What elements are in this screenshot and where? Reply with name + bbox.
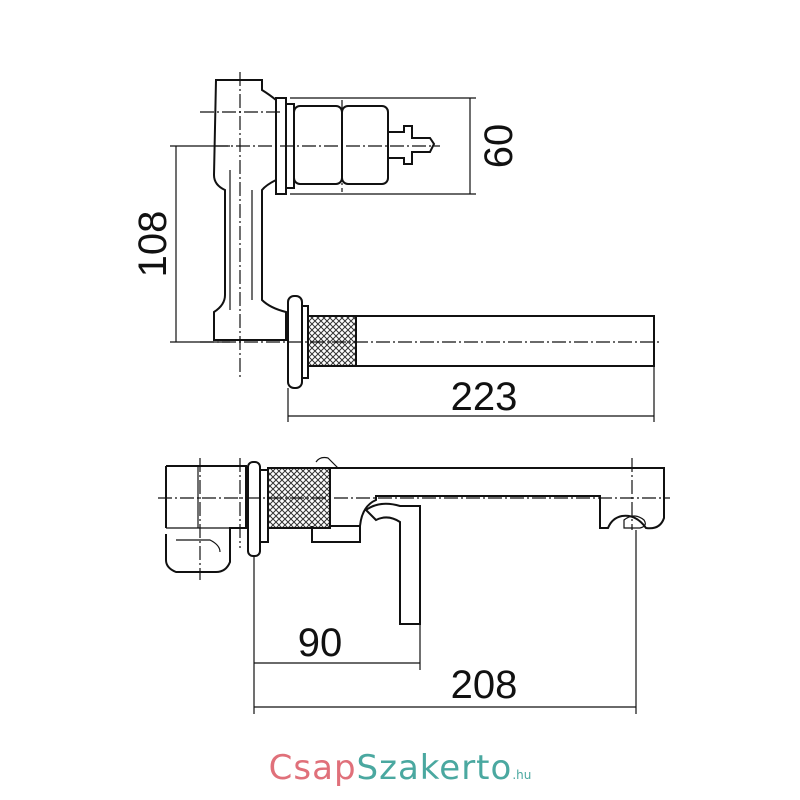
dim-label-208: 208 [451, 663, 518, 707]
brand-logo: CsapSzakerto.hu [0, 748, 800, 788]
dim-60: 60 [290, 97, 521, 195]
top-view-center-lines [200, 72, 662, 380]
side-view-spout [311, 456, 665, 543]
top-view: 108 60 223 [131, 72, 662, 422]
dim-223: 223 [287, 366, 655, 422]
side-view-body [165, 465, 247, 573]
dim-208: 208 [253, 530, 637, 714]
side-view: 90 208 [158, 456, 670, 714]
dim-label-60: 60 [477, 124, 521, 169]
dim-90: 90 [253, 556, 421, 670]
dim-label-90: 90 [298, 621, 343, 665]
top-view-spout [287, 295, 655, 389]
dim-label-223: 223 [451, 375, 518, 419]
top-view-body [212, 79, 287, 341]
side-view-center-lines [158, 458, 670, 580]
brand-suffix: .hu [512, 768, 532, 782]
side-view-lever [364, 502, 421, 625]
dim-108: 108 [131, 145, 230, 343]
dim-label-108: 108 [131, 211, 175, 278]
brand-name: CsapSzakerto [268, 748, 513, 788]
